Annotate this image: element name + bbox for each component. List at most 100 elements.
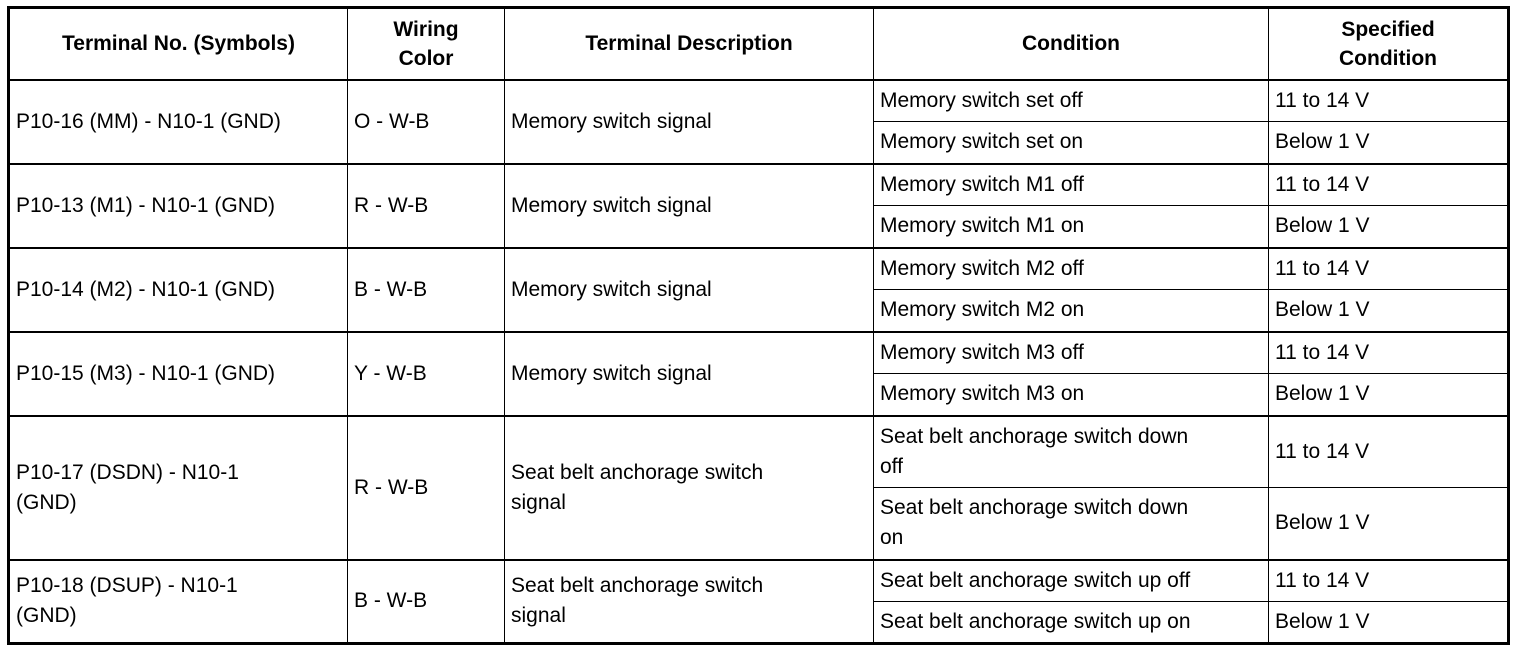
terminal-cell: P10-17 (DSDN) - N10-1(GND) [8,414,348,560]
terminal-text: P10-17 (DSDN) - N10-1(GND) [16,460,239,514]
condition-cell: Memory switch M2 off [873,246,1269,290]
header-terminal-no-text: Terminal No. (Symbols) [62,32,295,56]
condition-text: Memory switch M2 on [880,298,1085,322]
description-text: Memory switch signal [511,361,712,385]
description-cell: Memory switch signal [504,246,874,332]
condition-text: Seat belt anchorage switch up off [880,568,1191,592]
condition-text: Memory switch set on [880,130,1084,154]
condition-cell: Memory switch set off [873,78,1269,122]
wiring-color-text: R - W-B [354,193,429,217]
condition-text: Seat belt anchorage switch up on [880,610,1191,633]
specified-cell: Below 1 V [1268,601,1509,644]
specified-text: 11 to 14 V [1275,340,1370,364]
specified-cell: Below 1 V [1268,289,1509,332]
specified-text: 11 to 14 V [1275,439,1370,463]
condition-text: Memory switch M3 off [880,340,1084,364]
description-cell: Memory switch signal [504,162,874,248]
description-text: Memory switch signal [511,109,712,133]
specified-cell: Below 1 V [1268,373,1509,416]
terminal-text: P10-13 (M1) - N10-1 (GND) [16,193,276,217]
header-condition: Condition [873,7,1269,81]
condition-text: Memory switch set off [880,88,1083,112]
description-text: Memory switch signal [511,277,712,301]
terminal-cell: P10-18 (DSUP) - N10-1(GND) [8,558,348,644]
description-cell: Memory switch signal [504,78,874,164]
header-terminal-description: Terminal Description [504,7,874,81]
header-terminal-description-text: Terminal Description [585,32,793,56]
specified-cell: 11 to 14 V [1268,414,1509,488]
specified-cell: 11 to 14 V [1268,162,1509,206]
condition-cell: Memory switch M1 off [873,162,1269,206]
condition-text: Memory switch M2 off [880,256,1084,280]
table-row: Memory switch M1 on Below 1 V [9,205,1509,248]
wiring-color-text: Y - W-B [354,361,427,385]
condition-cell: Memory switch M3 on [873,373,1269,416]
terminal-text: P10-18 (DSUP) - N10-1(GND) [16,574,238,628]
table-row: Seat belt anchorage switch up on Below 1… [9,601,1509,644]
specified-text: 11 to 14 V [1275,568,1370,592]
terminal-text: P10-16 (MM) - N10-1 (GND) [16,109,281,133]
table-row: Memory switch set on Below 1 V [9,121,1509,164]
specified-text: Below 1 V [1275,511,1370,535]
specified-text: 11 to 14 V [1275,172,1370,196]
terminal-text: P10-15 (M3) - N10-1 (GND) [16,361,276,385]
condition-cell: Memory switch M2 on [873,289,1269,332]
wiring-color-text: O - W-B [354,109,430,133]
condition-text: Memory switch M3 on [880,382,1085,406]
header-terminal-no: Terminal No. (Symbols) [8,7,348,81]
condition-text: Memory switch M1 on [880,214,1085,238]
wiring-color-text: B - W-B [354,277,428,301]
table-row: P10-14 (M2) - N10-1 (GND) B - W-B Memory… [8,246,1509,332]
wiring-color-text: B - W-B [354,589,428,613]
wiring-color-cell: B - W-B [347,246,505,332]
terminal-cell: P10-14 (M2) - N10-1 (GND) [8,246,348,332]
condition-cell: Memory switch M1 on [873,205,1269,248]
terminal-cell: P10-15 (M3) - N10-1 (GND) [8,330,348,416]
condition-cell: Seat belt anchorage switch up off [873,558,1269,602]
table-row: Memory switch M2 on Below 1 V [9,289,1509,332]
specified-text: Below 1 V [1275,610,1370,633]
condition-cell: Seat belt anchorage switch up on [873,601,1269,644]
specified-text: Below 1 V [1275,130,1370,154]
wiring-color-cell: R - W-B [347,162,505,248]
specified-cell: 11 to 14 V [1268,330,1509,374]
description-cell: Memory switch signal [504,330,874,416]
condition-cell: Memory switch set on [873,121,1269,164]
wiring-color-cell: B - W-B [347,558,505,644]
table-row: P10-15 (M3) - N10-1 (GND) Y - W-B Memory… [8,330,1509,416]
wiring-color-text: R - W-B [354,475,429,499]
wiring-color-cell: Y - W-B [347,330,505,416]
specified-text: Below 1 V [1275,214,1370,238]
table-row: P10-16 (MM) - N10-1 (GND) O - W-B Memory… [8,78,1509,164]
specified-cell: Below 1 V [1268,205,1509,248]
specified-cell: 11 to 14 V [1268,246,1509,290]
specified-text: 11 to 14 V [1275,88,1370,112]
table-row: Memory switch M3 on Below 1 V [9,373,1509,416]
specified-cell: 11 to 14 V [1268,78,1509,122]
specified-cell: 11 to 14 V [1268,558,1509,602]
specified-text: Below 1 V [1275,298,1370,322]
condition-text: Memory switch M1 off [880,172,1084,196]
wiring-color-cell: R - W-B [347,414,505,560]
condition-cell: Memory switch M3 off [873,330,1269,374]
specified-cell: Below 1 V [1268,121,1509,164]
specified-cell: Below 1 V [1268,487,1509,560]
specified-text: Below 1 V [1275,382,1370,406]
terminal-text: P10-14 (M2) - N10-1 (GND) [16,277,276,301]
